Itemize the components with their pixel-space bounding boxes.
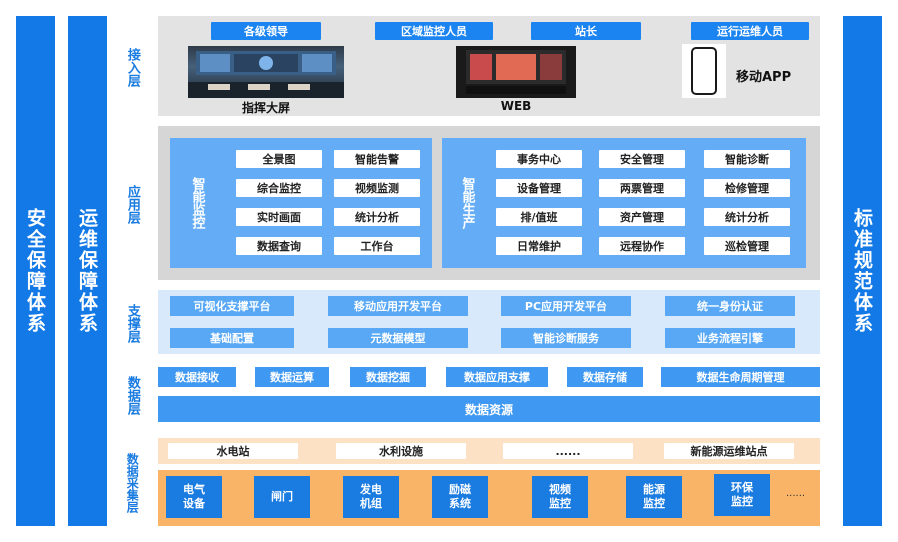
mon-query: 数据查询 — [236, 237, 322, 255]
site-hydropower: 水电站 — [168, 443, 298, 459]
standard-system-bar: 标准规范体系 — [843, 16, 882, 526]
sup-diagnosis-service: 智能诊断服务 — [501, 328, 631, 348]
mon-smart-alarm: 智能告警 — [334, 150, 420, 168]
role-station-master: 站长 — [531, 22, 641, 40]
prod-maintenance: 检修管理 — [704, 179, 790, 197]
prod-two-tickets: 两票管理 — [599, 179, 685, 197]
smart-monitoring-title: 智能监控 — [189, 177, 205, 229]
role-area-monitor: 区域监控人员 — [375, 22, 493, 40]
collection-layer: 水电站 水利设施 ...... 新能源运维站点 电气设备 闸门 发电机组 励磁系… — [158, 438, 820, 526]
terminal-label-mobile: 移动APP — [736, 70, 792, 85]
device-video: 视频监控 — [532, 476, 588, 518]
web-screen-image — [456, 46, 576, 98]
sup-mobile-dev: 移动应用开发平台 — [328, 296, 468, 316]
role-operators: 运行运维人员 — [691, 22, 809, 40]
data-receive: 数据接收 — [158, 367, 236, 387]
device-more: ...... — [786, 488, 806, 499]
prod-equipment: 设备管理 — [496, 179, 582, 197]
sup-metadata: 元数据模型 — [328, 328, 468, 348]
data-resource: 数据资源 — [158, 396, 820, 422]
role-leaders: 各级领导 — [211, 22, 321, 40]
devices-band: 电气设备 闸门 发电机组 励磁系统 视频监控 能源监控 环保监控 ...... — [158, 470, 820, 526]
device-electrical: 电气设备 — [166, 476, 222, 518]
prod-diagnosis: 智能诊断 — [704, 150, 790, 168]
smart-production-panel: 智能生产 事务中心 安全管理 智能诊断 设备管理 两票管理 检修管理 排/值班 … — [442, 138, 806, 268]
layer-label-application: 应用层 — [124, 184, 140, 224]
mon-statistics: 统计分析 — [334, 208, 420, 226]
device-environment: 环保监控 — [714, 474, 770, 516]
data-storage: 数据存储 — [567, 367, 643, 387]
smart-production-title: 智能生产 — [459, 177, 475, 229]
terminal-label-big-screen: 指挥大屏 — [241, 101, 290, 115]
layer-label-access: 接入层 — [124, 47, 140, 87]
prod-inspection: 巡检管理 — [704, 237, 790, 255]
site-new-energy: 新能源运维站点 — [664, 443, 794, 459]
sup-basic-config: 基础配置 — [170, 328, 294, 348]
data-mining: 数据挖掘 — [350, 367, 426, 387]
terminal-label-web: WEB — [500, 99, 532, 113]
mon-panorama: 全景图 — [236, 150, 322, 168]
prod-remote: 远程协作 — [599, 237, 685, 255]
prod-assets: 资产管理 — [599, 208, 685, 226]
site-more: ...... — [503, 443, 633, 459]
data-lifecycle: 数据生命周期管理 — [661, 367, 820, 387]
device-gate: 闸门 — [254, 476, 310, 518]
security-system-bar: 安全保障体系 — [16, 16, 55, 526]
data-compute: 数据运算 — [255, 367, 329, 387]
site-water-facility: 水利设施 — [336, 443, 466, 459]
device-generator: 发电机组 — [343, 476, 399, 518]
access-layer: 各级领导 区域监控人员 站长 运行运维人员 指挥大屏 WEB — [158, 16, 820, 116]
mon-video: 视频监测 — [334, 179, 420, 197]
layer-label-data: 数据层 — [124, 375, 140, 415]
device-energy: 能源监控 — [626, 476, 682, 518]
prod-shift: 排/值班 — [496, 208, 582, 226]
device-excitation: 励磁系统 — [432, 476, 488, 518]
prod-daily: 日常维护 — [496, 237, 582, 255]
command-screen-image — [188, 46, 344, 98]
phone-icon — [682, 44, 726, 98]
sites-band: 水电站 水利设施 ...... 新能源运维站点 — [158, 438, 820, 464]
data-app-support: 数据应用支撑 — [446, 367, 548, 387]
smart-monitoring-panel: 智能监控 全景图 智能告警 综合监控 视频监测 实时画面 统计分析 数据查询 工… — [170, 138, 432, 268]
sup-workflow: 业务流程引擎 — [665, 328, 795, 348]
mon-integrated: 综合监控 — [236, 179, 322, 197]
sup-visual-platform: 可视化支撑平台 — [170, 296, 294, 316]
layer-label-support: 支撑层 — [124, 303, 140, 343]
maintenance-system-bar: 运维保障体系 — [68, 16, 107, 526]
prod-safety: 安全管理 — [599, 150, 685, 168]
sup-identity: 统一身份认证 — [665, 296, 795, 316]
prod-statistics: 统计分析 — [704, 208, 790, 226]
support-layer: 可视化支撑平台 移动应用开发平台 PC应用开发平台 统一身份认证 基础配置 元数… — [158, 290, 820, 354]
application-layer: 智能监控 全景图 智能告警 综合监控 视频监测 实时画面 统计分析 数据查询 工… — [158, 126, 820, 280]
mon-workbench: 工作台 — [334, 237, 420, 255]
sup-pc-dev: PC应用开发平台 — [501, 296, 631, 316]
layer-label-collection: 数据采集层 — [125, 453, 140, 513]
mon-realtime: 实时画面 — [236, 208, 322, 226]
prod-affairs: 事务中心 — [496, 150, 582, 168]
